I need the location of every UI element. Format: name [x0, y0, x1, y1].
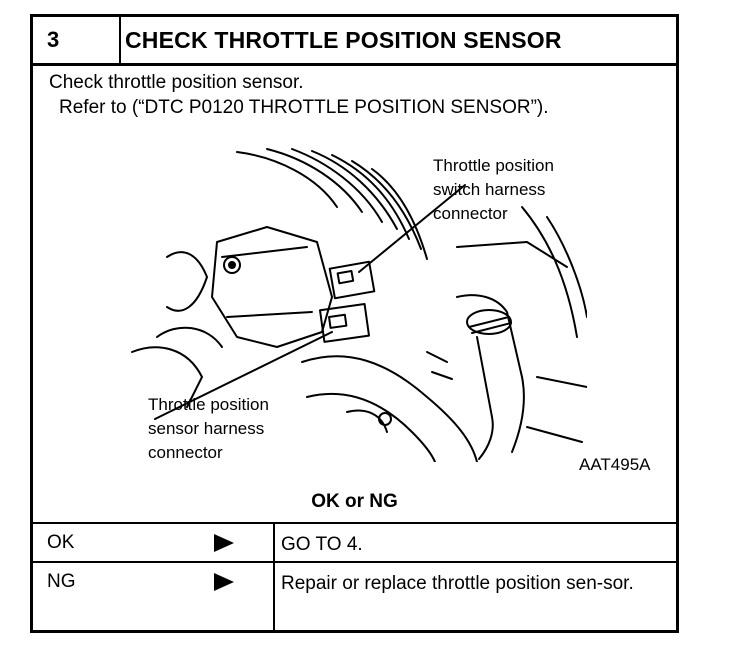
callout-top-line-2: switch harness: [433, 180, 546, 199]
instruction-line-1: Check throttle position sensor.: [49, 72, 304, 93]
result-row-ok: OK GO TO 4.: [33, 524, 676, 563]
right-hose: [456, 294, 525, 453]
callout-sensor-connector: Throttle position sensor harness connect…: [148, 393, 269, 465]
step-number: 3: [33, 17, 121, 63]
callout-bottom-line-3: connector: [148, 443, 223, 462]
step-title: CHECK THROTTLE POSITION SENSOR: [125, 27, 562, 53]
instruction-line-2: Refer to (“DTC P0120 THROTTLE POSITION S…: [59, 97, 549, 118]
figure-id: AAT495A: [579, 455, 651, 474]
result-heading: OK or NG: [311, 491, 398, 512]
result-action: GO TO 4.: [281, 534, 363, 555]
sensor-connector-shape: [318, 302, 371, 343]
result-table: OK GO TO 4. NG Repair or replace throttl…: [33, 522, 676, 632]
procedure-box: 3 CHECK THROTTLE POSITION SENSOR Check t…: [30, 14, 679, 633]
step-header: 3 CHECK THROTTLE POSITION SENSOR: [33, 17, 676, 66]
lower-hose: [301, 355, 478, 462]
result-label: OK: [47, 532, 75, 553]
arrow-right-icon: [214, 534, 234, 552]
result-label: NG: [47, 571, 76, 592]
table-divider: [273, 524, 275, 632]
leader-line-bottom: [154, 331, 333, 420]
result-row-ng: NG Repair or replace throttle position s…: [33, 563, 676, 632]
hose-clamp: [466, 309, 512, 335]
result-action: Repair or replace throttle position sen-…: [281, 573, 634, 594]
intake-duct-corrugation: [236, 148, 428, 260]
callout-bottom-line-2: sensor harness: [148, 419, 265, 438]
switch-connector-shape: [328, 260, 376, 300]
callout-top-line-1: Throttle position: [433, 156, 554, 175]
leader-line-top: [358, 184, 466, 273]
callout-switch-connector: Throttle position switch harness connect…: [433, 154, 554, 226]
callout-top-line-3: connector: [433, 204, 508, 223]
engine-illustration: [131, 148, 587, 462]
callout-bottom-line-1: Throttle position: [148, 395, 269, 414]
arrow-right-icon: [214, 573, 234, 591]
throttle-body: [211, 226, 333, 348]
